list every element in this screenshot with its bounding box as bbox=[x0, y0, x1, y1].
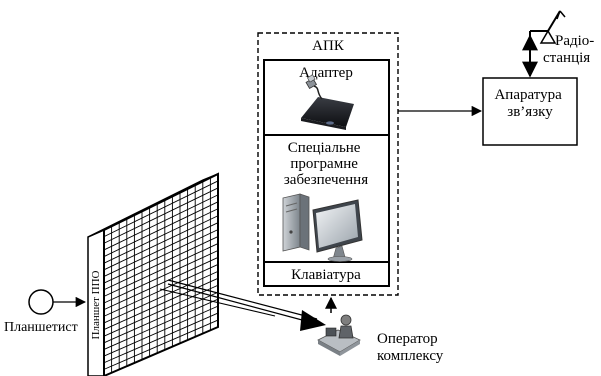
board-grid-line bbox=[103, 229, 219, 284]
comm-equipment-box bbox=[482, 77, 578, 146]
operator-label-line-1: Оператор bbox=[377, 331, 438, 347]
board-grid-line bbox=[103, 270, 219, 324]
plotter-circle-icon bbox=[28, 289, 54, 315]
plotter-label: Планшетист bbox=[4, 320, 78, 335]
board-grid-line bbox=[103, 263, 219, 317]
projection-arrow bbox=[159, 279, 326, 331]
board-grid-line bbox=[103, 250, 219, 304]
board-grid-line bbox=[103, 208, 219, 264]
board-grid-line bbox=[103, 222, 219, 277]
keyboard-label: Клавіатура bbox=[291, 267, 361, 283]
usb-adapter-icon bbox=[301, 74, 354, 130]
apk-title: АПК bbox=[312, 38, 345, 54]
board-grid-line bbox=[103, 284, 219, 337]
plotting-board: Планшет ППО bbox=[87, 172, 219, 376]
adapter-label: Адаптер bbox=[299, 65, 353, 81]
board-grid-line bbox=[103, 194, 219, 251]
plotter-node bbox=[28, 289, 87, 315]
adapter-section: Адаптер bbox=[299, 65, 354, 130]
radio-station-label-line-1: Радіо- bbox=[555, 33, 594, 49]
software-section: Спеціальне програмне забезпечення bbox=[282, 140, 368, 262]
antenna-icon bbox=[529, 10, 566, 44]
apk-inner-panel bbox=[263, 59, 390, 287]
software-label-line-2: програмне bbox=[290, 156, 358, 172]
comm-equipment-label-line-2: зв’язку bbox=[507, 104, 553, 120]
comm-equipment-block: Апаратура зв’язку bbox=[482, 77, 578, 146]
board-grid-line bbox=[103, 236, 219, 291]
radio-station: Радіо- станція bbox=[522, 10, 598, 78]
desktop-computer-icon bbox=[282, 193, 363, 262]
board-side-label: Планшет ППО bbox=[90, 270, 102, 339]
board-grid-line bbox=[103, 187, 219, 244]
operator-workstation-icon bbox=[317, 314, 361, 356]
radio-station-label: Радіо- станція bbox=[543, 33, 598, 66]
apk-dashed-border bbox=[257, 32, 399, 296]
board-grid-line bbox=[103, 277, 219, 330]
software-label-line-3: забезпечення bbox=[284, 172, 368, 188]
board-grid-line bbox=[103, 243, 219, 297]
comm-equipment-label: Апаратура зв’язку bbox=[494, 87, 565, 120]
board-grid-line bbox=[103, 257, 219, 311]
board-grid-line bbox=[103, 312, 219, 364]
board-grid-line bbox=[103, 201, 219, 257]
board-grid-line bbox=[103, 319, 219, 370]
board-grid-line bbox=[103, 305, 219, 357]
board-grid bbox=[103, 177, 219, 373]
operator-label-line-2: комплексу bbox=[377, 348, 444, 364]
board-grid-line bbox=[103, 215, 219, 271]
operator-label: Оператор комплексу bbox=[377, 331, 444, 364]
comm-equipment-label-line-1: Апаратура bbox=[494, 87, 562, 103]
software-label-line-1: Спеціальне bbox=[288, 140, 361, 156]
board-grid-line bbox=[103, 298, 219, 350]
software-label: Спеціальне програмне забезпечення bbox=[284, 140, 368, 188]
board-grid-line bbox=[103, 180, 219, 238]
board-top-edge bbox=[87, 173, 219, 238]
radio-station-label-line-2: станція bbox=[543, 50, 590, 66]
apk-container: АПК Адаптер bbox=[257, 32, 399, 296]
board-grid-line bbox=[103, 291, 219, 344]
